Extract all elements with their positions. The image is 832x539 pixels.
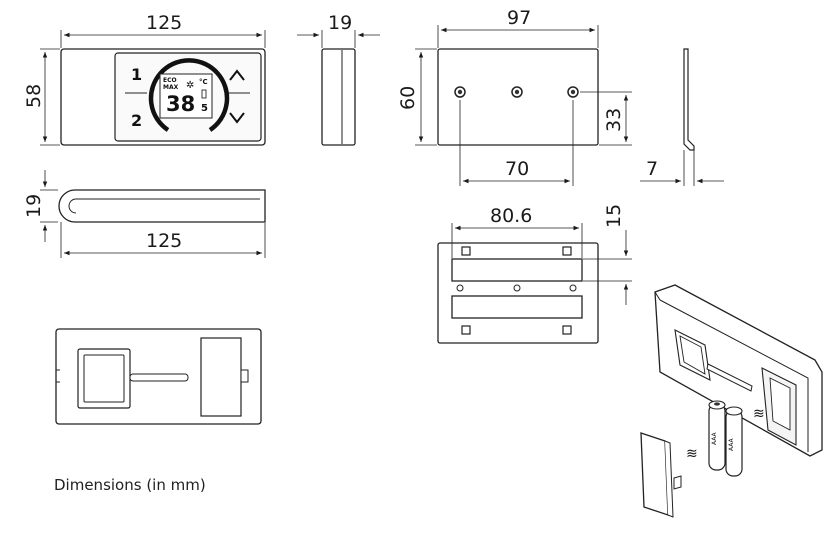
svg-text:≋: ≋ [753, 406, 765, 422]
dimension-top-depth: 19 [23, 194, 45, 218]
unit-label: °C [199, 78, 208, 86]
caption: Dimensions (in mm) [54, 476, 206, 494]
battery-compartment [200, 337, 242, 417]
battery-label-1: AAA [711, 431, 718, 445]
slot-lower [451, 295, 583, 319]
battery-cover [640, 432, 669, 516]
dimension-bottom-height: 15 [603, 204, 625, 228]
dimension-plate-thickness: 7 [646, 158, 658, 180]
dimension-plate-height: 60 [397, 86, 419, 110]
max-label: MAX [163, 84, 179, 91]
battery-label-2: AAA [728, 437, 735, 451]
front-view: 1 2 ECO MAX ✲ °C 38 5 125 58 [23, 12, 266, 146]
dimension-plate-width: 97 [507, 7, 531, 29]
button-2-label: 2 [131, 111, 142, 130]
bracket-side-view: 7 [640, 48, 724, 186]
dimension-top-width: 125 [146, 230, 182, 252]
battery-icon [201, 89, 207, 99]
battery-aaa-1: AAA [708, 400, 726, 471]
battery-aaa-2: AAA [725, 406, 743, 477]
sun-icon: ✲ [186, 80, 194, 91]
back-plate-view: 97 60 33 70 [397, 7, 632, 186]
dimension-front-width: 125 [146, 12, 182, 34]
back-view [55, 328, 262, 425]
chevron-down-icon [229, 112, 245, 124]
isometric-exploded-view: ≋ AAA AAA ≋ [640, 284, 823, 518]
slot-upper [451, 258, 583, 282]
eco-label: ECO [163, 77, 177, 84]
chevron-up-icon [229, 69, 245, 81]
dimension-front-height: 58 [23, 84, 45, 108]
bottom-plate-view: 80.6 15 [437, 204, 632, 344]
dimension-side-depth: 19 [328, 12, 352, 34]
temperature-decimal: 5 [201, 103, 208, 114]
side-view: 19 [297, 12, 380, 146]
top-view: 19 125 [23, 170, 266, 258]
dimension-hole-height: 33 [603, 108, 625, 132]
dimension-hole-span: 70 [505, 158, 529, 180]
svg-text:≋: ≋ [686, 446, 698, 462]
dimension-bottom-width: 80.6 [490, 205, 532, 227]
button-1-label: 1 [131, 65, 142, 84]
temperature-main: 38 [166, 92, 195, 116]
